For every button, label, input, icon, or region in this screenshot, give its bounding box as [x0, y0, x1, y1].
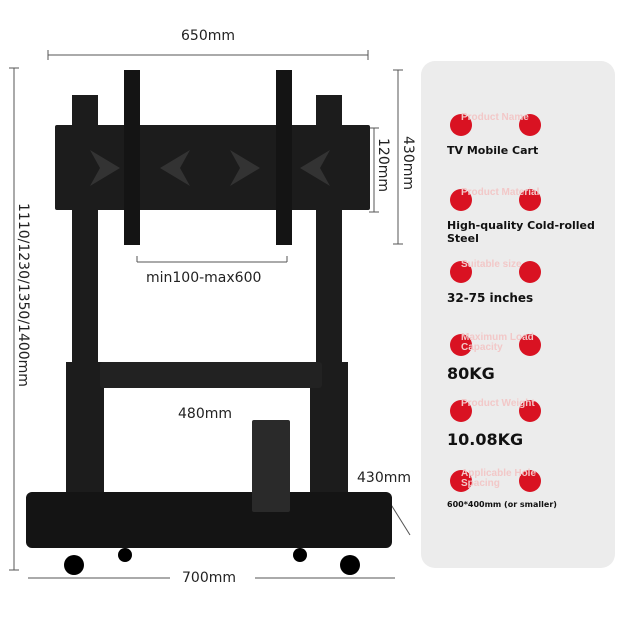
red-dot-icon [519, 189, 541, 211]
left-lower-sleeve [66, 362, 104, 512]
base-width-dimension: 700mm [182, 570, 236, 586]
spec-item: Suitable size 32-75 inches [447, 259, 617, 305]
red-dot-icon [519, 114, 541, 136]
red-dot-icon [450, 400, 472, 422]
shelf [100, 362, 322, 388]
red-dot-icon [450, 261, 472, 283]
top-width-dimension: 650mm [181, 28, 235, 44]
spec-value: 80KG [447, 364, 495, 383]
panel-height-dimension: 430mm [400, 136, 416, 190]
spec-label: Product Name [461, 112, 529, 123]
left-vesa-arm [124, 70, 140, 245]
right-vesa-arm [276, 70, 292, 245]
spec-badge: Product Weight [447, 398, 617, 424]
red-dot-icon [450, 334, 472, 356]
base [26, 492, 392, 548]
cart-frame [26, 70, 392, 548]
spec-label: Maximum Load Capacity [461, 332, 534, 353]
spec-label: Suitable size [461, 259, 522, 270]
red-dot-icon [450, 470, 472, 492]
spec-item: Product Weight 10.08KG [447, 398, 617, 449]
spec-value: 10.08KG [447, 430, 524, 449]
spec-badge: Suitable size [447, 259, 617, 285]
base-depth-dimension: 430mm [357, 470, 411, 486]
spec-value: High-quality Cold-rolled Steel [447, 219, 595, 245]
red-dot-icon [519, 470, 541, 492]
spec-badge: Applicable Hole Spacing [447, 468, 617, 494]
spec-item: Maximum Load Capacity 80KG [447, 332, 617, 383]
overall-height-dimension: 1110/1230/1350/1400mm [15, 203, 31, 387]
pc-tower [252, 420, 290, 512]
red-dot-icon [519, 334, 541, 356]
shelf-width-dimension: 480mm [178, 406, 232, 422]
spec-item: Product Name TV Mobile Cart [447, 112, 617, 157]
red-dot-icon [450, 114, 472, 136]
mount-details [90, 150, 330, 186]
spec-value: 32-75 inches [447, 291, 534, 305]
spec-item: Applicable Hole Spacing 600*400mm (or sma… [447, 468, 617, 510]
wheels [64, 548, 360, 575]
vesa-range-dimension: min100-max600 [146, 270, 262, 286]
spec-badge: Product Material [447, 187, 617, 213]
red-dot-icon [519, 400, 541, 422]
spec-value: TV Mobile Cart [447, 144, 539, 157]
spec-label: Product Weight [461, 398, 535, 409]
red-dot-icon [450, 189, 472, 211]
spec-label: Applicable Hole Spacing [461, 468, 537, 489]
spec-badge: Maximum Load Capacity [447, 332, 617, 358]
spec-badge: Product Name [447, 112, 617, 138]
red-dot-icon [519, 261, 541, 283]
dimension-lines [9, 50, 411, 579]
bracket-height-dimension: 120mm [375, 138, 391, 192]
spec-value: 600*400mm (or smaller) [447, 500, 557, 509]
spec-label: Product Material [461, 187, 540, 198]
